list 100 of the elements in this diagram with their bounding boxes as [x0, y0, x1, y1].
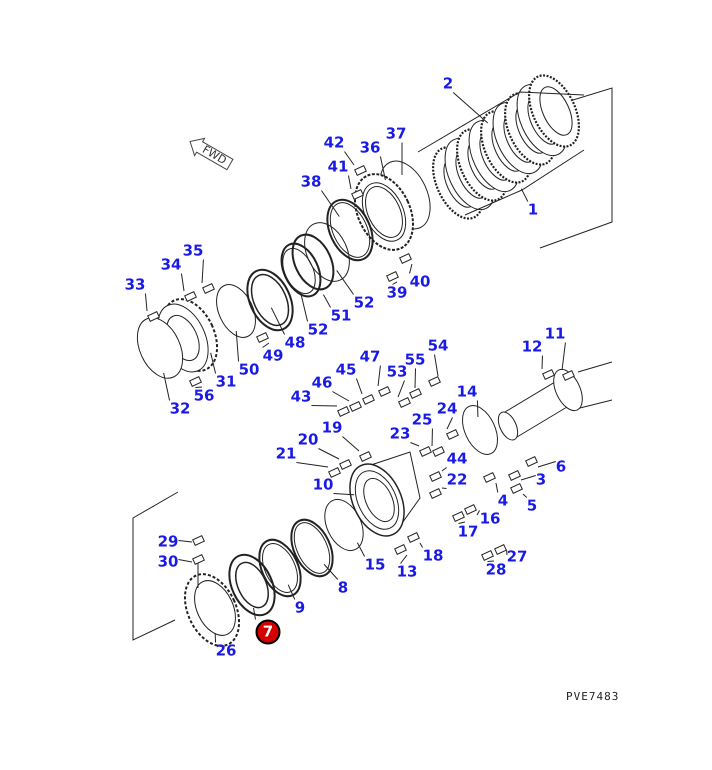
small-part — [398, 397, 411, 408]
callout-number: 26 — [216, 642, 236, 660]
leader-line — [178, 559, 193, 562]
leader-line — [318, 448, 340, 460]
small-part — [192, 554, 205, 565]
leader-line — [163, 372, 170, 401]
callout-number: 43 — [290, 388, 312, 406]
small-part — [419, 446, 432, 457]
callout-number: 54 — [428, 338, 448, 354]
callout-number: 19 — [322, 420, 342, 436]
leader-line — [452, 92, 488, 124]
leader-line — [419, 542, 424, 548]
drawing-number: PVE7483 — [566, 690, 620, 703]
callout-number: 22 — [446, 472, 468, 488]
small-part — [542, 369, 555, 380]
callout-number: 39 — [386, 284, 408, 302]
small-part — [337, 406, 350, 417]
callout-number: 2 — [442, 76, 454, 92]
small-part — [192, 535, 205, 546]
small-part — [399, 253, 412, 264]
small-part — [378, 386, 391, 397]
small-part — [409, 388, 422, 399]
callout-number: 35 — [182, 242, 204, 260]
leader-line — [434, 354, 438, 376]
leader-line — [520, 188, 528, 202]
leader-line — [487, 560, 494, 562]
callout-number: 31 — [216, 374, 236, 390]
callout-number: 38 — [300, 174, 322, 190]
callout-number: 27 — [506, 548, 528, 566]
leader-line — [400, 554, 408, 564]
callout-number: 48 — [284, 334, 306, 352]
small-part — [494, 544, 507, 555]
callout-number: 24 — [436, 400, 458, 418]
callout-number: 37 — [386, 126, 406, 142]
callout-number: 4 — [498, 492, 508, 510]
small-part — [481, 550, 494, 561]
small-part — [429, 488, 442, 499]
small-part — [328, 467, 341, 478]
small-part — [362, 394, 375, 405]
leader-line — [441, 467, 448, 472]
leader-line — [398, 380, 405, 398]
callout-number: 7 — [256, 620, 280, 644]
callout-number: 40 — [410, 274, 430, 290]
leader-line — [320, 190, 340, 218]
small-part — [510, 483, 523, 494]
callout-number: 33 — [124, 276, 146, 294]
leader-line — [446, 417, 453, 430]
callout-number: 10 — [312, 476, 334, 494]
callout-number: 44 — [446, 450, 468, 468]
small-part — [452, 511, 465, 522]
callout-number: 46 — [312, 374, 332, 392]
callout-number: 32 — [170, 400, 190, 418]
leader-line — [214, 632, 216, 643]
callout-number: 56 — [194, 388, 214, 404]
callout-number: 53 — [386, 364, 408, 380]
leader-line — [180, 273, 185, 292]
small-part — [483, 472, 496, 483]
small-part — [359, 451, 372, 462]
callout-number: 14 — [456, 384, 478, 400]
callout-number: 49 — [262, 348, 284, 364]
leader-line — [270, 307, 286, 335]
callout-number: 29 — [158, 534, 178, 550]
leader-line — [414, 368, 416, 388]
callout-number: 8 — [338, 580, 348, 596]
leader-line — [522, 494, 528, 498]
leader-line — [342, 436, 360, 452]
small-part — [339, 459, 352, 470]
leader-line — [432, 428, 433, 446]
callout-number: 25 — [412, 412, 432, 428]
leader-line — [356, 542, 366, 557]
callout-number: 42 — [324, 134, 344, 152]
callout-number: 41 — [328, 158, 348, 176]
leader-line — [144, 293, 148, 312]
leader-line — [441, 488, 448, 489]
callout-number: 9 — [294, 600, 306, 616]
leader-line — [178, 540, 193, 542]
small-part — [394, 544, 407, 555]
leader-line — [332, 493, 354, 496]
leader-line — [344, 151, 355, 166]
callout-number: 45 — [336, 362, 356, 378]
small-part — [184, 291, 197, 302]
callout-number: 50 — [238, 362, 260, 378]
leader-line — [537, 461, 556, 468]
leader-line — [324, 564, 338, 580]
callout-number: 55 — [404, 352, 426, 368]
small-part — [429, 471, 442, 482]
leader-line — [476, 400, 478, 418]
leader-line — [322, 294, 332, 308]
small-part — [508, 470, 521, 481]
leader-line — [236, 330, 240, 362]
callout-number: 28 — [486, 562, 506, 578]
small-part — [428, 376, 441, 387]
callout-number: 30 — [158, 554, 178, 570]
callout-number: 15 — [364, 556, 386, 574]
leader-line — [392, 282, 398, 285]
callout-number: 18 — [422, 548, 444, 564]
callout-number: 5 — [526, 498, 538, 514]
callout-number: 34 — [160, 256, 182, 274]
callout-number: 13 — [396, 564, 418, 580]
small-part — [464, 504, 477, 515]
